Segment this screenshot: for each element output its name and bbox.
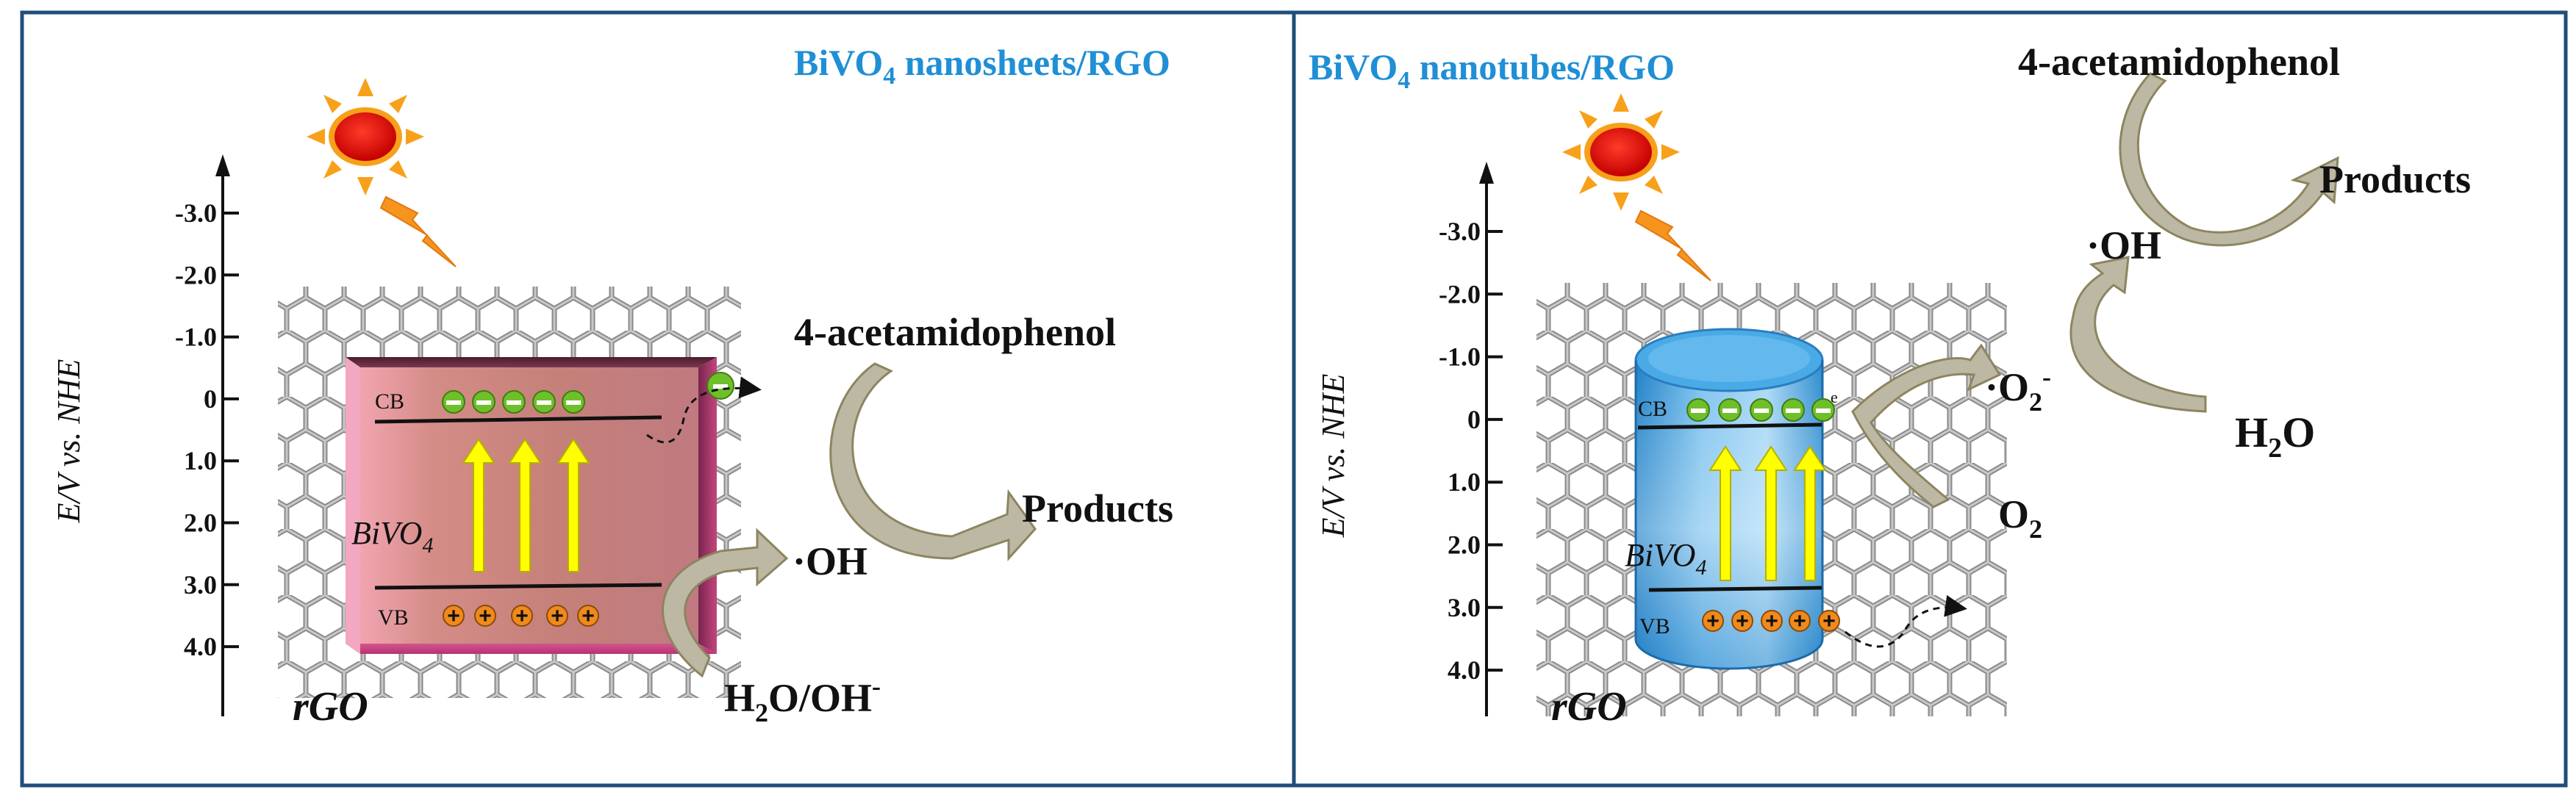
axis-tick-label: -1.0 (175, 323, 217, 352)
axis-tick-label: 0 (204, 384, 217, 414)
axis-tick-label: -3.0 (175, 198, 217, 228)
axis-tick-label: 2.0 (184, 508, 217, 538)
lightning-bolt-icon (1634, 209, 1711, 281)
vb-label: VB (1639, 614, 1670, 638)
hole: + (1761, 609, 1783, 633)
axis-tick-label: 4.0 (184, 632, 217, 661)
axis-tick-label: -1.0 (1439, 342, 1481, 372)
svg-text:+: + (582, 604, 595, 628)
products-label: Products (2319, 157, 2471, 201)
electron (1718, 398, 1742, 422)
electron (472, 390, 495, 414)
vb-edge-line (374, 583, 662, 590)
electron (502, 390, 526, 414)
reactant-label: 4-acetamidophenol (794, 310, 1116, 354)
hole: + (1818, 609, 1840, 633)
hole: + (1702, 609, 1724, 633)
hole: + (511, 604, 533, 628)
hole: + (546, 604, 568, 628)
oxidation-arrow (829, 362, 1037, 561)
cb-electrons: e (1686, 388, 1838, 422)
axis-tick-label: -2.0 (1439, 279, 1481, 309)
hole-transfer-path (1845, 594, 1967, 648)
axis-tick-label: 1.0 (184, 446, 217, 475)
water-oxidation-arrow (2069, 256, 2207, 413)
superoxide-label: ·O2- (1985, 362, 2051, 417)
semiconductor-label: BiVO4 (351, 515, 433, 558)
sun-icon (1562, 93, 1680, 211)
vb-holes: + + + + + (443, 604, 599, 628)
transferred-electron (646, 372, 762, 444)
right-panel-title: BiVO4 nanotubes/RGO (1309, 46, 1675, 94)
hole: + (577, 604, 599, 628)
cb-label: CB (1638, 397, 1667, 421)
electron (1811, 398, 1835, 422)
potential-axis: -3.0 -2.0 -1.0 0 1.0 2.0 3.0 4.0 (1439, 162, 1503, 716)
hole: + (443, 604, 465, 628)
axis-tick-label: 4.0 (1448, 655, 1481, 685)
left-panel: BiVO4 nanosheets/RGO (51, 42, 1173, 730)
excitation-arrows (462, 438, 590, 572)
svg-text:+: + (551, 604, 564, 628)
semiconductor-label: BiVO4 (1625, 537, 1706, 580)
cb-label: CB (375, 389, 404, 414)
cb-edge-line (374, 415, 662, 424)
degradation-arrow (2119, 72, 2339, 247)
right-panel: BiVO4 nanotubes/RGO (1309, 40, 2471, 730)
vb-holes: + + + + + (1702, 609, 1840, 633)
lightning-bolt-icon (379, 195, 457, 267)
axis-tick-label: 3.0 (184, 570, 217, 600)
rgo-label: rGO (1551, 684, 1627, 730)
excitation-arrows (1709, 445, 1827, 581)
svg-text:+: + (479, 604, 492, 628)
axis-tick-label: -2.0 (175, 260, 217, 289)
axis-label: E/V vs. NHE (51, 359, 87, 523)
electron (1750, 398, 1773, 422)
axis-label: E/V vs. NHE (1315, 373, 1351, 538)
axis-tick-label: -3.0 (1439, 217, 1481, 246)
reactant-label: 4-acetamidophenol (2018, 40, 2340, 84)
hydroxyl-radical-label: ·OH (2086, 223, 2161, 267)
svg-text:+: + (1736, 609, 1749, 633)
hole: + (1789, 609, 1811, 633)
electron-symbol: e (1831, 388, 1838, 406)
oxygen-label: O2 (1998, 492, 2042, 544)
cb-edge-line (1637, 422, 1822, 430)
svg-text:+: + (1706, 609, 1720, 633)
svg-text:+: + (515, 604, 529, 628)
axis-tick-label: 3.0 (1448, 593, 1481, 622)
hole: + (1731, 609, 1753, 633)
water-label: H2O/OH- (724, 672, 881, 727)
electron (442, 390, 465, 414)
rgo-label: rGO (293, 684, 368, 730)
hole: + (474, 604, 496, 628)
electron (1781, 398, 1805, 422)
electron (1686, 398, 1710, 422)
vb-edge-line (1648, 586, 1822, 592)
water-label: H2O (2235, 409, 2315, 464)
hydroxyl-generation-arrow (662, 528, 789, 678)
svg-text:+: + (1765, 609, 1778, 633)
left-panel-title: BiVO4 nanosheets/RGO (794, 42, 1170, 90)
vb-label: VB (378, 605, 409, 630)
axis-tick-label: 0 (1467, 405, 1481, 434)
axis-tick-label: 1.0 (1448, 467, 1481, 497)
svg-text:+: + (447, 604, 460, 628)
hydroxyl-radical-label: ·OH (793, 539, 867, 583)
electron (532, 390, 556, 414)
svg-text:+: + (1822, 609, 1836, 633)
electron (562, 390, 585, 414)
sun-icon (307, 78, 424, 195)
potential-axis: -3.0 -2.0 -1.0 0 1.0 2.0 3.0 4.0 (175, 154, 239, 716)
svg-text:+: + (1793, 609, 1806, 633)
cb-electrons (442, 390, 585, 414)
right-panel-frame (1292, 10, 2568, 788)
superoxide-arrow (1851, 343, 2002, 508)
axis-tick-label: 2.0 (1448, 530, 1481, 560)
products-label: Products (1022, 486, 1173, 530)
